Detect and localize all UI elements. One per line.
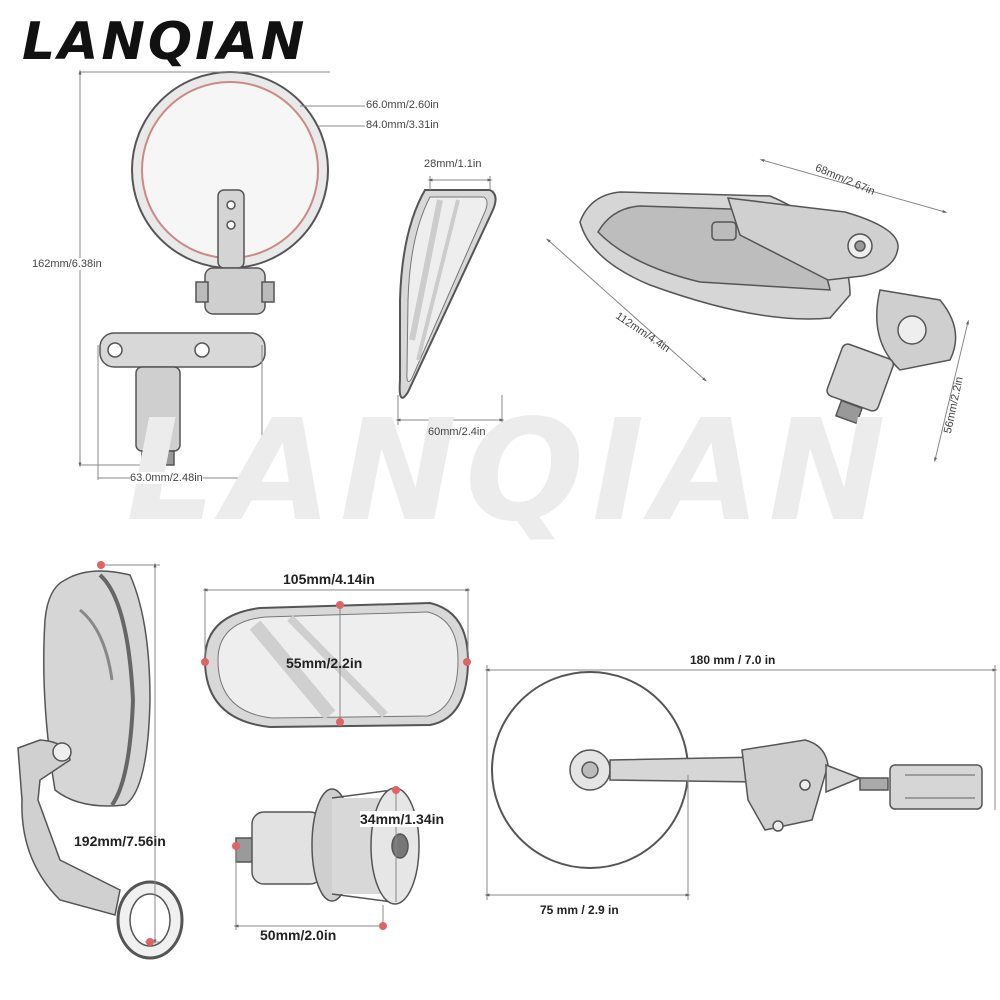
- round-mirror-drawing: [99, 71, 329, 466]
- dim-oval-width: 105mm/4.14in: [283, 571, 375, 587]
- oval-glass-drawing: [203, 601, 470, 729]
- round-mirror-side-dimension-lines: [484, 665, 998, 900]
- dim-glass-top: 28mm/1.1in: [424, 158, 482, 170]
- profile-mirror-drawing: [17, 570, 184, 960]
- dim-glass-width: 60mm/2.4in: [428, 426, 486, 438]
- dim-mirror3-height: 192mm/7.56in: [74, 833, 166, 849]
- round-mirror-plug: [889, 764, 983, 810]
- brand-logo: LANQIAN: [22, 12, 308, 72]
- teardrop-glass-drawing: [398, 189, 497, 399]
- bar-end-plug-drawing: [235, 787, 420, 905]
- brand-watermark: LANQIAN: [126, 390, 894, 553]
- dim-total-length: 180 mm / 7.0 in: [690, 653, 776, 667]
- angled-mirror-drawing: [579, 191, 957, 425]
- dim-plug-length: 50mm/2.0in: [260, 927, 337, 943]
- profile-marker-top: [97, 561, 105, 569]
- mirror-joint: [204, 267, 266, 315]
- oval-marker-bottom: [336, 718, 344, 726]
- dim-mirror1-inner: 66.0mm/2.60in: [366, 99, 439, 111]
- round-mirror-clamp: [741, 739, 829, 831]
- mirror-arm: [99, 332, 266, 368]
- dim-mirror1-plug: 63.0mm/2.48in: [130, 472, 203, 484]
- teardrop-glass-dimension-lines: [395, 176, 505, 425]
- dim-mirror1-outer: 84.0mm/3.31in: [366, 119, 439, 131]
- dim-oval-height: 55mm/2.2in: [286, 655, 363, 671]
- dim-round-diameter: 75 mm / 2.9 in: [540, 903, 619, 917]
- dim-plug-diameter: 34mm/1.34in: [360, 811, 445, 827]
- dim-mirror1-height: 162mm/6.38in: [32, 258, 102, 270]
- teardrop-glass-inner: [406, 196, 488, 383]
- oval-marker-top: [336, 601, 344, 609]
- plug-marker-top: [392, 786, 400, 794]
- round-mirror-side-drawing: [491, 671, 983, 869]
- angled-mirror-dimension-lines: [546, 159, 969, 463]
- oval-marker-right: [463, 658, 471, 666]
- oval-marker-left: [201, 658, 209, 666]
- plug-marker-left: [232, 842, 240, 850]
- round-mirror-rod: [609, 756, 761, 783]
- angled-mirror-arm: [726, 197, 899, 281]
- plug-marker-bottom: [379, 922, 387, 930]
- oval-glass-dimension-lines: [202, 588, 471, 722]
- profile-marker-bottom: [146, 938, 154, 946]
